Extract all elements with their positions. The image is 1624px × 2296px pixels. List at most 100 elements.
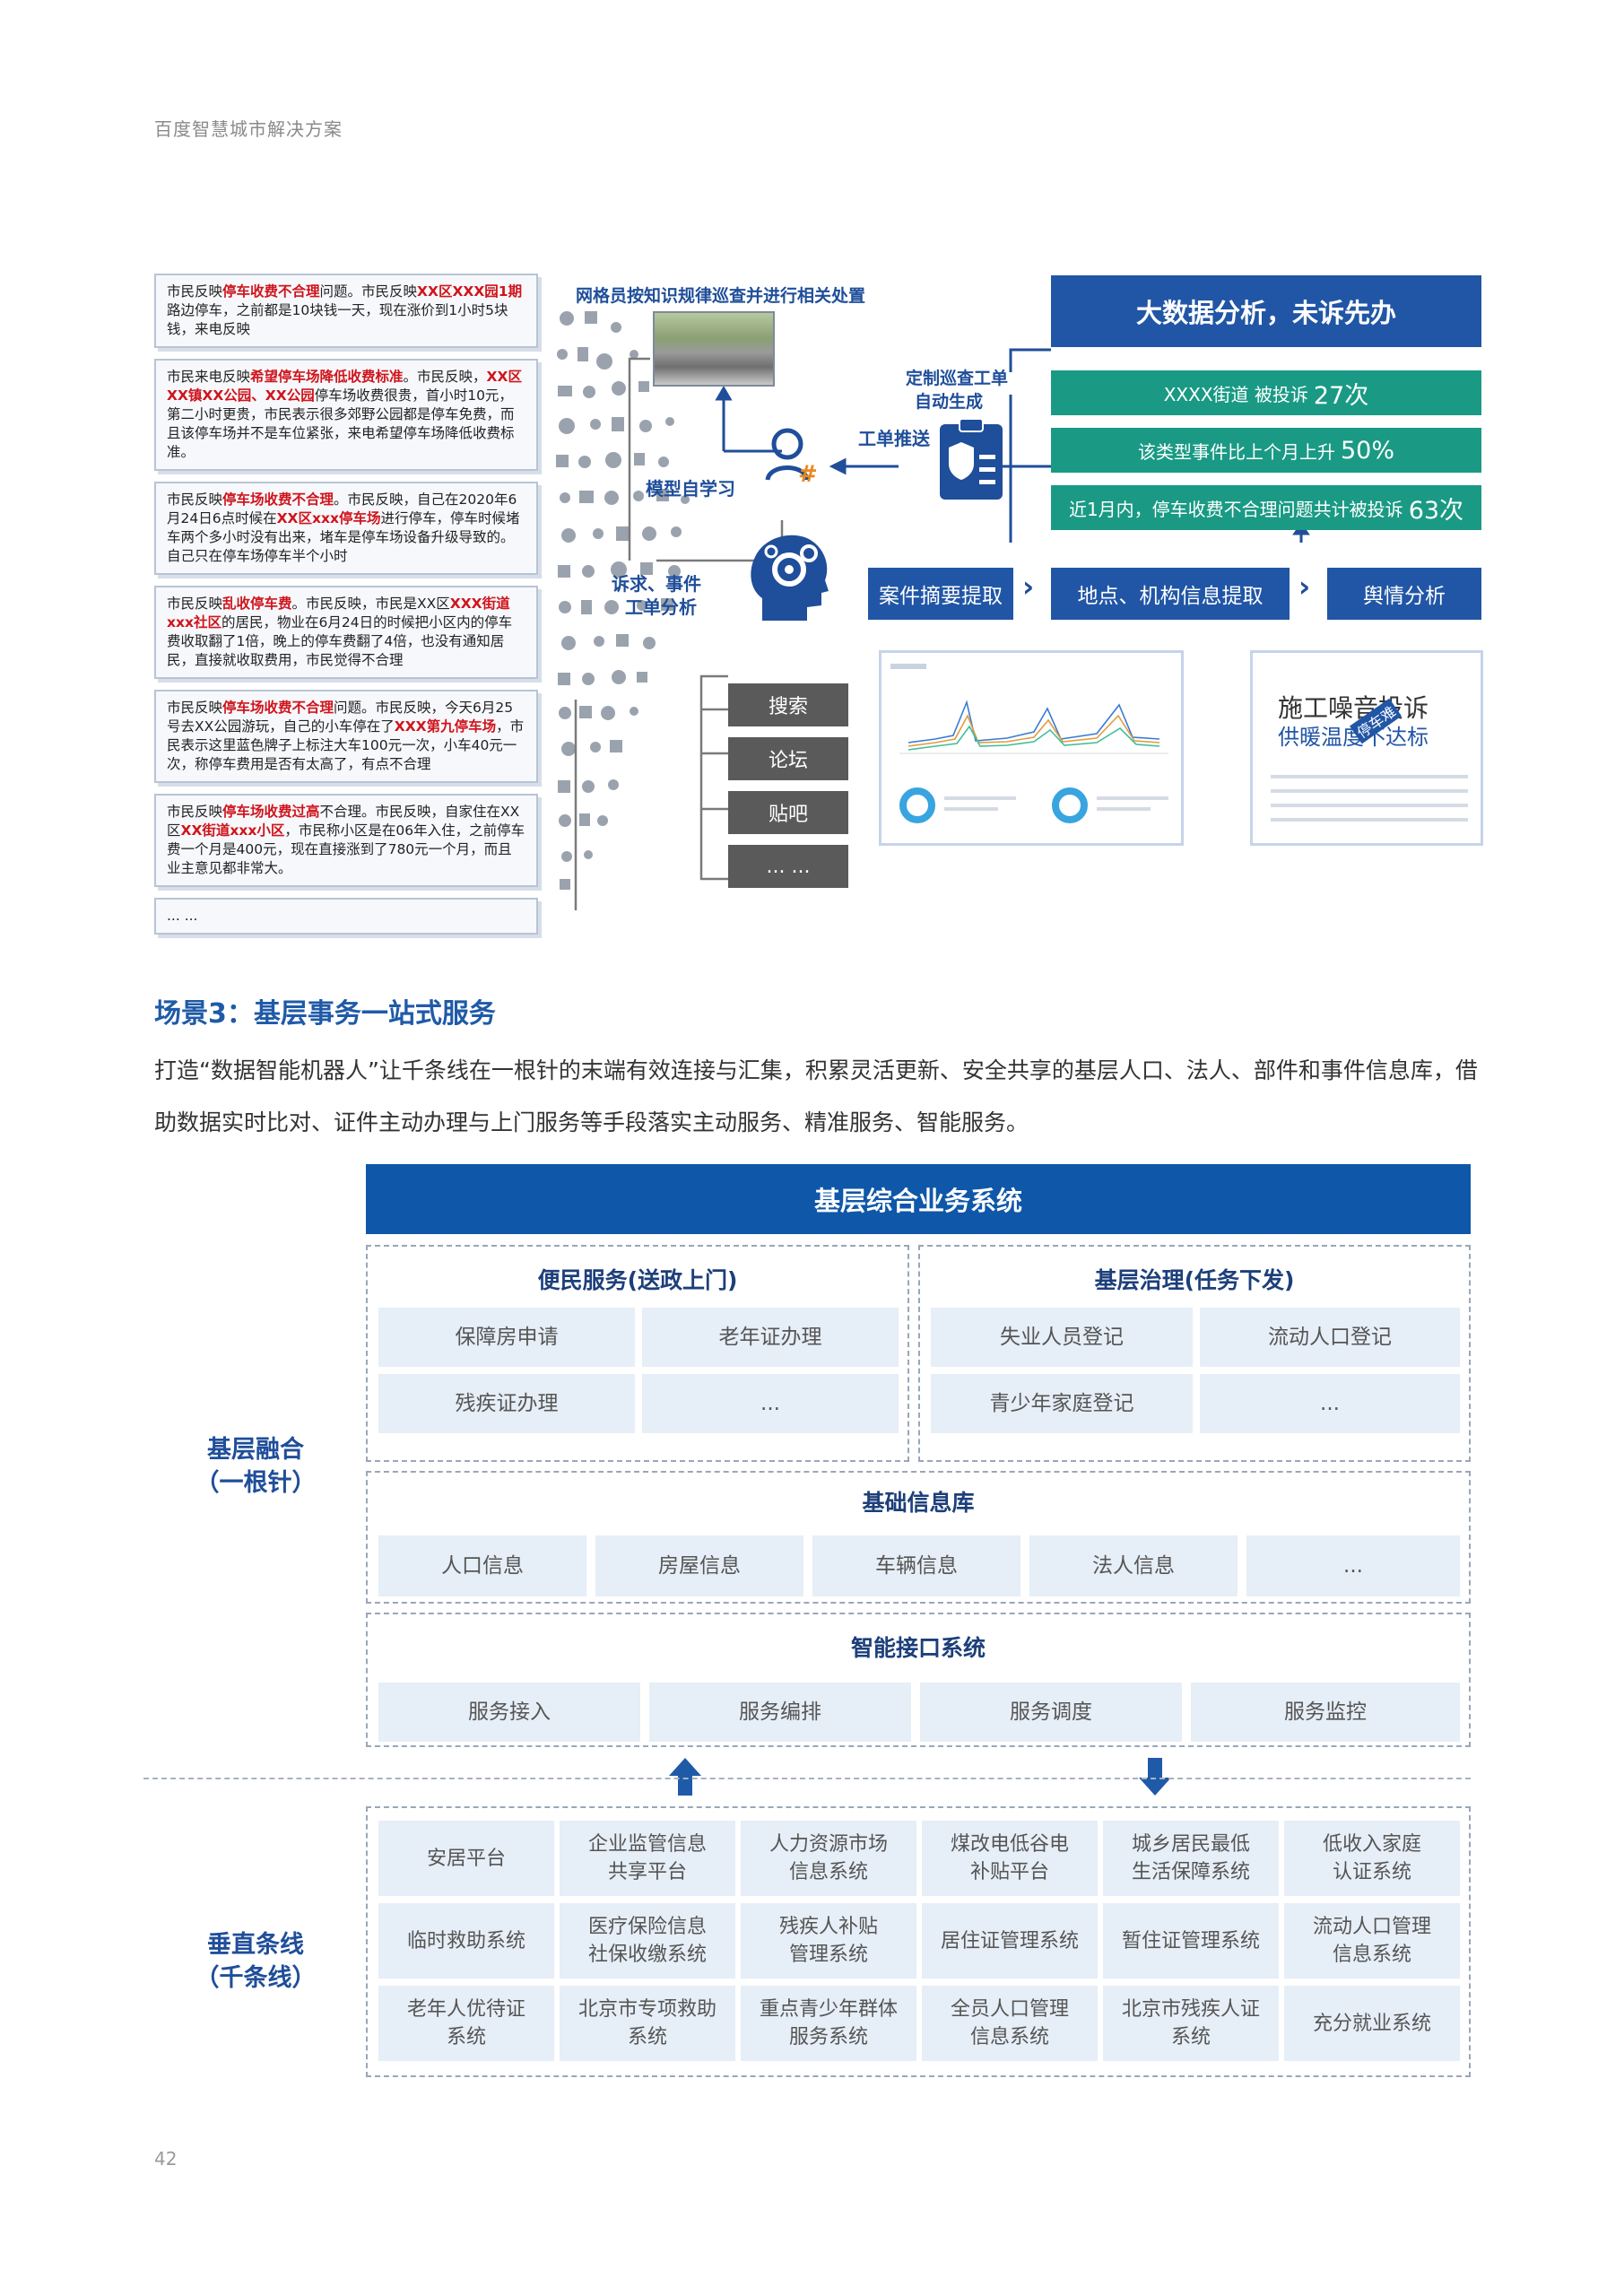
complaint-text: 市民反映: [167, 283, 223, 300]
complaint-text: ，市民称小区是在06年入住，之前停车费一个月是400元，现在直接涨到了780元一…: [167, 822, 525, 876]
trend-dashboard-thumbnail: [879, 650, 1184, 846]
service-item: 残疾证办理: [378, 1374, 635, 1433]
section-body: 打造“数据智能机器人”让千条线在一根针的末端有效连接与汇集，积累灵活更新、安全共…: [154, 1057, 1478, 1135]
governance-item: 失业人员登记: [931, 1308, 1193, 1367]
data-icon-cloud: [556, 311, 690, 890]
left-label-vertical: 垂直条线 （千条线）: [179, 1928, 332, 1995]
big-data-title: 大数据分析，未诉先办: [1051, 275, 1481, 347]
work-order-icon: [940, 418, 1003, 500]
section-title: 场景3：基层事务一站式服务: [154, 998, 496, 1030]
chevron-right-icon: ›: [1298, 570, 1311, 604]
vertical-system-item: 充分就业系统: [1284, 1986, 1460, 2061]
analysis-label-1: 诉求、事件: [612, 573, 701, 595]
complaint-highlight: 乱收停车费: [222, 596, 292, 612]
stat-1-value: 27次: [1313, 381, 1369, 410]
source-more: ... ...: [728, 845, 848, 888]
vertical-system-item: 流动人口管理 信息系统: [1284, 1903, 1460, 1979]
governance-title: 基层治理(任务下发): [1094, 1267, 1295, 1293]
info-item: 房屋信息: [595, 1535, 803, 1596]
service-item: 老年证办理: [642, 1308, 899, 1367]
complaint-text: 停车场收费很贵，首小时10元，第二小时更贵，市民表示很多郊野公园都是停车免费，而…: [167, 387, 515, 460]
diagram-top-title: 基层综合业务系统: [366, 1164, 1471, 1234]
api-panel: 智能接口系统 服务接入 服务编排 服务调度 服务监控: [366, 1613, 1471, 1747]
arrow-down-icon: [1139, 1758, 1171, 1796]
custom-ticket-label-1: 定制巡查工单: [906, 369, 1009, 388]
vertical-system-item: 安居平台: [378, 1821, 554, 1896]
info-item: 车辆信息: [812, 1535, 1020, 1596]
api-title: 智能接口系统: [850, 1635, 986, 1661]
grid-inspection-label: 网格员按知识规律巡查并进行相关处置: [576, 286, 866, 306]
complaint-card: 市民来电反映希望停车场降低收费标准。市民反映，XX区XX镇XX公园、XX公园停车…: [154, 359, 538, 471]
vertical-system-item: 残疾人补贴 管理系统: [741, 1903, 916, 1979]
arrow-up-icon: [669, 1758, 701, 1796]
vertical-system-item: 北京市专项救助 系统: [560, 1986, 735, 2061]
complaint-text: 。市民反映，: [403, 369, 487, 385]
page-header: 百度智慧城市解决方案: [154, 118, 343, 140]
complaint-text: 问题。市民反映，今天6月25号去XX公园游玩，自己的小车停在了: [167, 700, 514, 735]
left-label-vertical-line1: 垂直条线: [207, 1931, 304, 1959]
governance-item: 青少年家庭登记: [931, 1374, 1193, 1433]
ai-brain-icon: [751, 535, 829, 621]
stat-bar-1: XXXX街道 被投诉 27次: [1051, 370, 1481, 415]
complaint-text: 市民反映: [167, 804, 223, 820]
left-label-fusion-line1: 基层融合: [207, 1436, 304, 1464]
complaint-highlight: XXX街道xxx社区: [167, 596, 510, 631]
vertical-system-item: 临时救助系统: [378, 1903, 554, 1979]
stat-1-text: XXXX街道 被投诉: [1163, 383, 1308, 405]
vertical-system-item: 全员人口管理 信息系统: [922, 1986, 1098, 2061]
push-label: 工单推送: [858, 428, 930, 449]
service-title: 便民服务(送政上门): [537, 1267, 738, 1293]
street-parking-photo: [653, 311, 775, 387]
complaint-highlight: XX区xxx停车场: [276, 510, 381, 526]
service-panel: 便民服务(送政上门) 保障房申请 老年证办理 残疾证办理 ...: [366, 1245, 909, 1462]
step-case-summary: 案件摘要提取: [868, 568, 1013, 620]
info-item: ...: [1246, 1535, 1460, 1596]
api-item: 服务编排: [649, 1683, 911, 1742]
complaint-text: 。市民反映，市民是XX区: [291, 596, 450, 612]
complaint-text: 市民来电反映: [167, 369, 251, 385]
step-location-extract: 地点、机构信息提取: [1051, 568, 1290, 620]
vertical-system-item: 煤改电低谷电 补贴平台: [922, 1821, 1098, 1896]
complaint-text: ，市民表示这里蓝色牌子上标注大车100元一次，小车40元一次，称停车费用是否有太…: [167, 718, 525, 772]
section-divider: [143, 1778, 1471, 1779]
complaint-highlight: 停车收费不合理: [222, 283, 320, 300]
complaint-highlight: XX街道xxx小区: [180, 822, 285, 839]
stat-bar-3: 近1月内，停车收费不合理问题共计被投诉 63次: [1051, 485, 1481, 530]
left-label-vertical-line2: （千条线）: [195, 1964, 317, 1992]
stat-3-text: 近1月内，停车收费不合理问题共计被投诉: [1068, 498, 1403, 520]
complaint-analysis-figure: 市民反映停车收费不合理问题。市民反映XX区XXX园1期路边停车，之前都是10块钱…: [154, 274, 1483, 935]
complaint-list: 市民反映停车收费不合理问题。市民反映XX区XXX园1期路边停车，之前都是10块钱…: [154, 274, 538, 945]
service-item: 保障房申请: [378, 1308, 635, 1367]
governance-item: 流动人口登记: [1200, 1308, 1460, 1367]
info-item: 人口信息: [378, 1535, 586, 1596]
vertical-system-item: 暂住证管理系统: [1103, 1903, 1279, 1979]
vertical-system-item: 企业监管信息 共享平台: [560, 1821, 735, 1896]
inspector-icon: #: [765, 428, 818, 488]
vertical-systems-panel: 安居平台企业监管信息 共享平台人力资源市场 信息系统煤改电低谷电 补贴平台城乡居…: [366, 1806, 1471, 2077]
analysis-label-2: 工单分析: [625, 596, 697, 618]
source-search: 搜索: [728, 683, 848, 726]
info-item: 法人信息: [1029, 1535, 1238, 1596]
complaint-text: 不合理。市民反映，自家住在XX区: [167, 804, 520, 839]
left-label-fusion-line2: （一根针）: [195, 1469, 317, 1497]
complaint-card: 市民反映乱收停车费。市民反映，市民是XX区XXX街道xxx社区的居民，物业在6月…: [154, 586, 538, 679]
complaint-card: 市民反映停车场收费过高不合理。市民反映，自家住在XX区XX街道xxx小区，市民称…: [154, 794, 538, 887]
source-forum: 论坛: [728, 737, 848, 780]
complaint-text: 问题。市民反映: [319, 283, 418, 300]
left-label-fusion: 基层融合 （一根针）: [179, 1433, 332, 1500]
trend-lines: [890, 664, 1168, 823]
complaint-text: 市民反映: [167, 700, 223, 716]
complaint-card: 市民反映停车场收费不合理。市民反映，自己在2020年6月24日6点时候在XX区x…: [154, 482, 538, 575]
svg-text:#: #: [798, 461, 818, 488]
vertical-system-item: 城乡居民最低 生活保障系统: [1103, 1821, 1279, 1896]
governance-item: ...: [1200, 1374, 1460, 1433]
api-item: 服务调度: [920, 1683, 1182, 1742]
complaint-card: ... ...: [154, 898, 538, 935]
api-item: 服务监控: [1191, 1683, 1460, 1742]
complaint-text: 路边停车，之前都是10块钱一天，现在涨价到1小时5块钱，来电反映: [167, 302, 508, 337]
complaint-highlight: XXX第九停车场: [394, 718, 497, 735]
complaint-highlight: 停车场收费不合理: [222, 491, 334, 508]
stat-bar-2: 该类型事件比上个月上升 50%: [1051, 428, 1481, 473]
complaint-highlight: XX区XX镇XX公园、XX公园: [167, 369, 522, 404]
flow-connectors: [574, 348, 1310, 910]
